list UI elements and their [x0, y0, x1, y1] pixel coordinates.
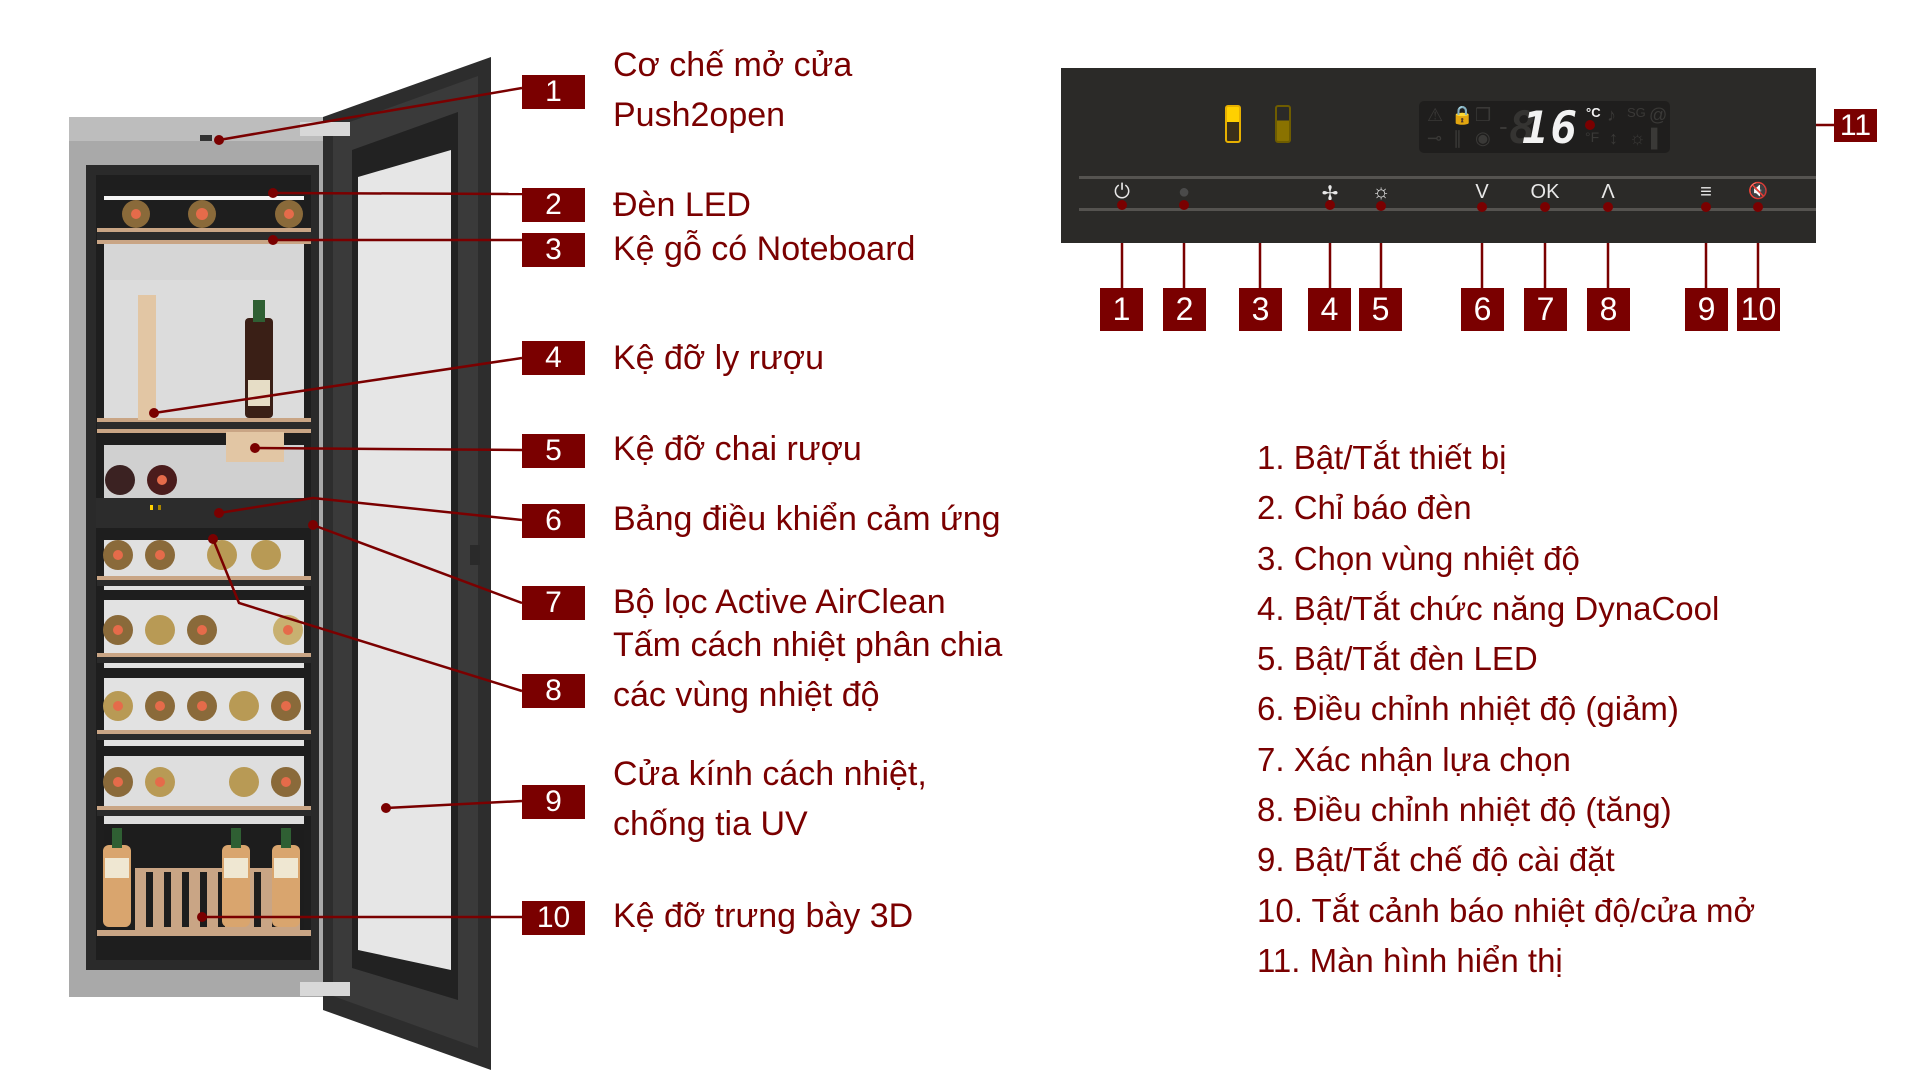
sabbath-icon: SG	[1627, 105, 1646, 120]
legend-item: 6. Điều chỉnh nhiệt độ (giảm)	[1257, 690, 1679, 728]
callout-badge-3: 3	[522, 233, 585, 267]
zone-selector-lower[interactable]	[1275, 105, 1291, 143]
legend-list: 1. Bật/Tắt thiết bị 2. Chỉ báo đèn 3. Ch…	[1257, 433, 1755, 986]
chevron-down-icon[interactable]: V	[1475, 181, 1489, 203]
callout-label-line: Cửa kính cách nhiệt,	[613, 755, 927, 793]
legend-item: 7. Xác nhận lựa chọn	[1257, 740, 1571, 778]
chevron-up-icon[interactable]: Λ	[1601, 181, 1615, 203]
light-bulb-icon[interactable]: ☼	[1371, 181, 1391, 203]
display-screen: ⚠ 🔒 ❒ ⊸ ∥ ◉ - 8 16 °C °F ♪ SG @ ↕ ☼ ▌	[1419, 101, 1670, 154]
filter-icon: ◉	[1475, 128, 1491, 148]
legend-item: 3. Chọn vùng nhiệt độ	[1257, 539, 1580, 577]
callout-badge-6: 6	[522, 504, 585, 538]
unit-celsius: °C	[1586, 105, 1601, 120]
callout-badge-5: 5	[522, 434, 585, 468]
legend-item: 8. Điều chỉnh nhiệt độ (tăng)	[1257, 791, 1672, 829]
legend-item: 2. Chỉ báo đèn	[1257, 489, 1472, 527]
legend-item: 4. Bật/Tắt chức năng DynaCool	[1257, 589, 1720, 627]
panel-badge-2: 2	[1163, 288, 1206, 331]
legend-item: 5. Bật/Tắt đèn LED	[1257, 640, 1538, 678]
panel-divider-bottom	[1079, 208, 1816, 211]
fan-dynacool-icon[interactable]: ✢	[1321, 183, 1339, 205]
callout-label-line: các vùng nhiệt độ	[613, 676, 880, 714]
panel-badge-7: 7	[1524, 288, 1567, 331]
bottles-icon: ∥	[1453, 128, 1462, 148]
callout-label-glass-door: Cửa kính cách nhiệt, chống tia UV	[613, 749, 927, 849]
lock-icon: 🔒	[1451, 105, 1474, 125]
ok-button[interactable]: OK	[1530, 181, 1560, 203]
mute-alarm-icon[interactable]: 🔇	[1748, 183, 1768, 200]
legend-item: 1. Bật/Tắt thiết bị	[1257, 439, 1507, 476]
callout-label-airclean: Bộ lọc Active AirClean	[613, 583, 946, 621]
callout-label-line: Cơ chế mở cửa	[613, 46, 853, 84]
callout-label-divider: Tấm cách nhiệt phân chia các vùng nhiệt …	[613, 620, 1002, 720]
at-icon: @	[1649, 105, 1668, 125]
callout-badge-1: 1	[522, 75, 585, 109]
music-note-icon: ♪	[1607, 105, 1616, 125]
legend-item: 10. Tắt cảnh báo nhiệt độ/cửa mở	[1257, 891, 1756, 929]
panel-badge-9: 9	[1685, 288, 1728, 331]
panel-badge-4: 4	[1308, 288, 1351, 331]
temperature-value: 16	[1522, 103, 1579, 154]
legend-item: 11. Màn hình hiển thị	[1257, 941, 1563, 979]
callout-badge-4: 4	[522, 341, 585, 375]
callout-label-glass-holder: Kệ đỡ ly rượu	[613, 339, 824, 377]
callout-badge-8: 8	[522, 674, 585, 708]
panel-badge-8: 8	[1587, 288, 1630, 331]
ghost-digit: 8	[1509, 103, 1536, 154]
callout-label-line: chống tia UV	[613, 805, 808, 843]
callout-label-bottle-holder: Kệ đỡ chai rượu	[613, 430, 862, 468]
panel-divider-top	[1079, 176, 1816, 179]
zone-selector-upper[interactable]	[1225, 105, 1241, 143]
thermometer-icon: ↕	[1609, 128, 1618, 148]
callout-badge-2: 2	[522, 188, 585, 222]
indicator-light-icon: ●	[1177, 181, 1191, 203]
panel-badge-10: 10	[1737, 288, 1780, 331]
panel-badge-1: 1	[1100, 288, 1143, 331]
plug-icon: ⊸	[1427, 128, 1443, 148]
callout-badge-9: 9	[522, 785, 585, 819]
legend-item: 9. Bật/Tắt chế độ cài đặt	[1257, 841, 1615, 879]
panel-badge-6: 6	[1461, 288, 1504, 331]
sun-icon: ☼	[1629, 128, 1646, 148]
callout-label-wood-shelf: Kệ gỗ có Noteboard	[613, 230, 916, 268]
panel-badge-3: 3	[1239, 288, 1282, 331]
callout-badge-10: 10	[522, 901, 585, 935]
callout-label-led: Đèn LED	[613, 186, 751, 224]
callout-label-push2open: Cơ chế mở cửa Push2open	[613, 40, 852, 140]
settings-menu-icon[interactable]: ≡	[1700, 181, 1712, 203]
callout-label-touch-panel: Bảng điều khiển cảm ứng	[613, 500, 1001, 538]
minus-sign: -	[1499, 111, 1508, 141]
callout-label-3d-rack: Kệ đỡ trưng bày 3D	[613, 897, 914, 935]
callout-label-line: Push2open	[613, 96, 786, 134]
power-icon[interactable]: ⏻	[1114, 181, 1130, 203]
panel-badge-11: 11	[1834, 109, 1877, 142]
ice-cubes-icon: ❒	[1475, 105, 1492, 125]
flag-icon: ▌	[1651, 128, 1664, 148]
unit-fahrenheit: °F	[1585, 129, 1600, 145]
control-panel: ⚠ 🔒 ❒ ⊸ ∥ ◉ - 8 16 °C °F ♪ SG @ ↕ ☼ ▌ ⏻ …	[1061, 68, 1816, 243]
callout-label-line: Tấm cách nhiệt phân chia	[613, 626, 1003, 664]
panel-badge-5: 5	[1359, 288, 1402, 331]
warning-icon: ⚠	[1427, 105, 1444, 125]
callout-badge-7: 7	[522, 586, 585, 620]
